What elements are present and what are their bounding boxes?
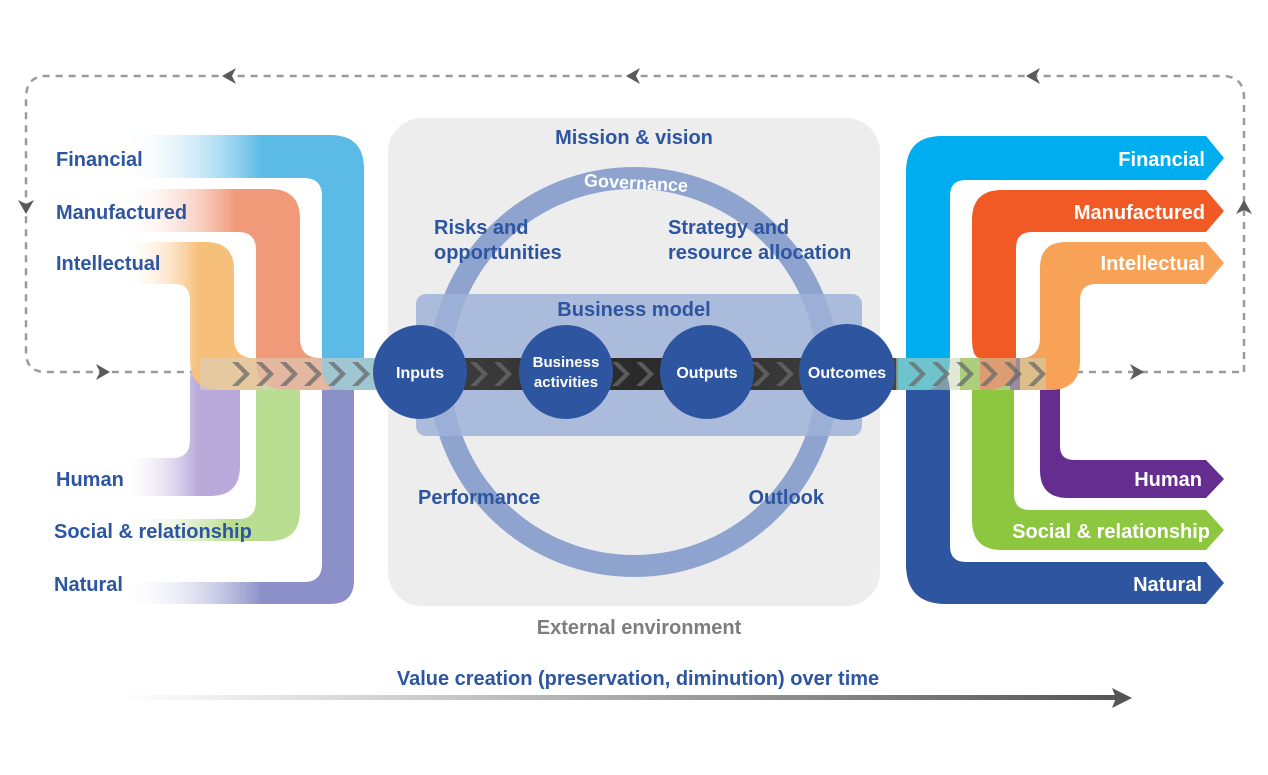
inputs-label: Inputs — [396, 365, 444, 382]
right-capital-intellectual: Intellectual — [1101, 253, 1205, 275]
strategy-label-1: Strategy and — [668, 217, 789, 239]
business-model-label: Business model — [557, 299, 710, 321]
business-activities-label-1: Business — [533, 354, 600, 371]
risks-label-1: Risks and — [434, 217, 528, 239]
left-capital-social: Social & relationship — [54, 521, 252, 543]
strategy-label-2: resource allocation — [668, 242, 851, 264]
right-capital-natural: Natural — [1133, 574, 1202, 596]
left-capital-natural: Natural — [54, 574, 123, 596]
left-ribbon-intellectual — [120, 242, 262, 390]
performance-label: Performance — [418, 487, 540, 509]
business-activities-node — [519, 325, 613, 419]
outcomes-node — [799, 324, 895, 420]
business-activities-label-2: activities — [534, 374, 598, 391]
feedback-loop — [24, 74, 1246, 374]
right-capital-human: Human — [1134, 469, 1202, 491]
risks-label-2: opportunities — [434, 242, 562, 264]
left-capital-manufactured: Manufactured — [56, 202, 187, 224]
inputs-node — [373, 325, 467, 419]
left-capital-intellectual: Intellectual — [56, 253, 160, 275]
process-bar-left — [200, 358, 378, 390]
outcomes-label: Outcomes — [808, 365, 886, 382]
left-capital-human: Human — [56, 469, 124, 491]
right-capital-social: Social & relationship — [1012, 521, 1210, 543]
process-chevrons — [232, 362, 1046, 386]
right-ribbon-intellectual — [1020, 242, 1224, 390]
left-capital-financial: Financial — [56, 149, 143, 171]
outputs-node — [660, 325, 754, 419]
left-ribbon-social — [120, 358, 320, 541]
feedback-arrowheads — [18, 68, 1252, 380]
value-creation-arrowhead — [1112, 688, 1132, 708]
left-ribbon-human — [120, 358, 262, 496]
value-creation-label: Value creation (preservation, diminution… — [397, 668, 879, 690]
external-environment-label: External environment — [537, 617, 742, 639]
outlook-label: Outlook — [748, 487, 824, 509]
value-creation-arrow-shaft — [120, 695, 1116, 700]
mission-vision-label: Mission & vision — [555, 127, 713, 149]
left-ribbon-manufactured — [120, 189, 330, 390]
right-ribbon-human — [1010, 358, 1224, 498]
right-capital-manufactured: Manufactured — [1074, 202, 1205, 224]
right-capital-financial: Financial — [1118, 149, 1205, 171]
process-bar — [200, 358, 1046, 390]
outputs-label: Outputs — [676, 365, 737, 382]
